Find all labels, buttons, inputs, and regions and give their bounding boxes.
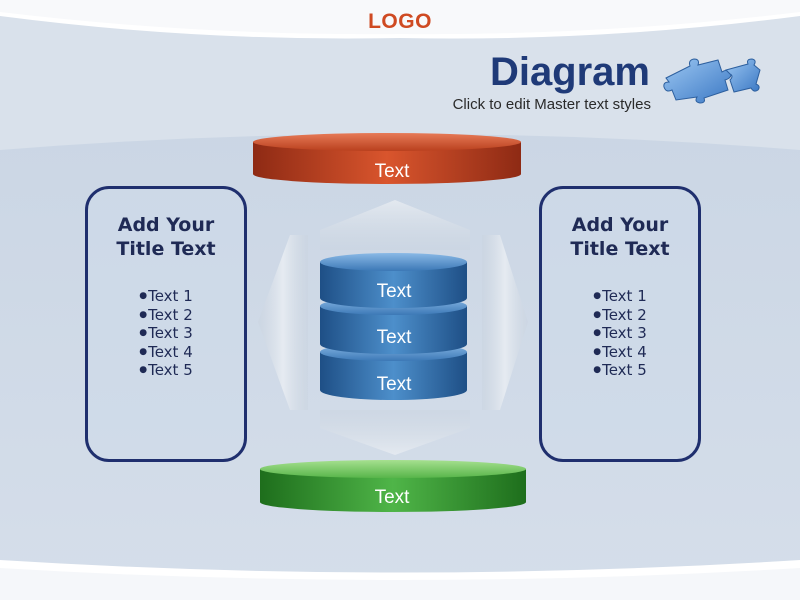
list-item-label: Text 2 (602, 305, 647, 324)
list-item-label: Text 1 (148, 287, 193, 305)
bullet-icon: ● (139, 291, 148, 301)
left-panel-title-line2: Title Text (116, 238, 216, 260)
list-item-label: Text 2 (148, 305, 193, 324)
bullet-icon: ● (593, 328, 602, 339)
right-panel-title[interactable]: Add Your Title Text (542, 213, 698, 261)
right-text-panel[interactable]: Add Your Title Text ●Text 1 ●Text 2 ●Tex… (539, 186, 701, 462)
left-text-panel[interactable]: Add Your Title Text ●Text 1 ●Text 2 ●Tex… (85, 186, 247, 462)
bottom-disc-label: Text (375, 487, 411, 508)
list-item[interactable]: ●Text 1 (593, 287, 647, 306)
list-item[interactable]: ●Text 2 (593, 306, 647, 325)
logo: LOGO (368, 10, 432, 33)
right-panel-title-line2: Title Text (570, 238, 670, 260)
stack-label-1: Text (377, 281, 413, 302)
stack-cylinder-1[interactable]: Text (320, 253, 467, 309)
list-item-label: Text 4 (148, 342, 193, 361)
right-panel-list: ●Text 1 ●Text 2 ●Text 3 ●Text 4 ●Text 5 (593, 287, 647, 380)
arrow-up-shape (320, 200, 470, 250)
slide-title[interactable]: Diagram (489, 50, 650, 94)
left-panel-title[interactable]: Add Your Title Text (88, 213, 244, 261)
arrow-left-shape (258, 235, 308, 410)
list-item[interactable]: ●Text 1 (139, 287, 193, 306)
bottom-disc[interactable]: Text (260, 460, 526, 512)
list-item-label: Text 3 (602, 324, 647, 343)
list-item-label: Text 3 (148, 324, 193, 343)
bullet-icon: ● (139, 346, 148, 357)
bullet-icon: ● (593, 346, 602, 357)
list-item-label: Text 5 (148, 361, 193, 380)
list-item[interactable]: ●Text 5 (139, 361, 193, 380)
slide-subtitle[interactable]: Click to edit Master text styles (452, 96, 651, 113)
bullet-icon: ● (139, 309, 148, 320)
list-item[interactable]: ●Text 2 (139, 306, 193, 325)
list-item[interactable]: ●Text 3 (593, 324, 647, 343)
bullet-icon: ● (593, 309, 602, 320)
top-disc-label: Text (375, 161, 411, 182)
list-item-label: Text 1 (602, 287, 647, 305)
left-panel-list: ●Text 1 ●Text 2 ●Text 3 ●Text 4 ●Text 5 (139, 287, 193, 380)
bullet-icon: ● (139, 328, 148, 339)
left-panel-title-line1: Add Your (117, 214, 215, 236)
right-panel-title-line1: Add Your (571, 214, 669, 236)
list-item[interactable]: ●Text 5 (593, 361, 647, 380)
arrow-right-shape (482, 235, 528, 410)
list-item-label: Text 4 (602, 342, 647, 361)
stack-label-2: Text (377, 327, 413, 348)
arrow-down-shape (320, 410, 470, 455)
list-item-label: Text 5 (602, 361, 647, 380)
list-item[interactable]: ●Text 4 (139, 343, 193, 362)
list-item[interactable]: ●Text 3 (139, 324, 193, 343)
list-item[interactable]: ●Text 4 (593, 343, 647, 362)
bullet-icon: ● (139, 365, 148, 376)
bullet-icon: ● (593, 291, 602, 301)
stack-label-3: Text (377, 374, 413, 395)
puzzle-pieces-icon (663, 58, 761, 104)
bullet-icon: ● (593, 365, 602, 376)
top-disc[interactable]: Text (253, 133, 521, 184)
